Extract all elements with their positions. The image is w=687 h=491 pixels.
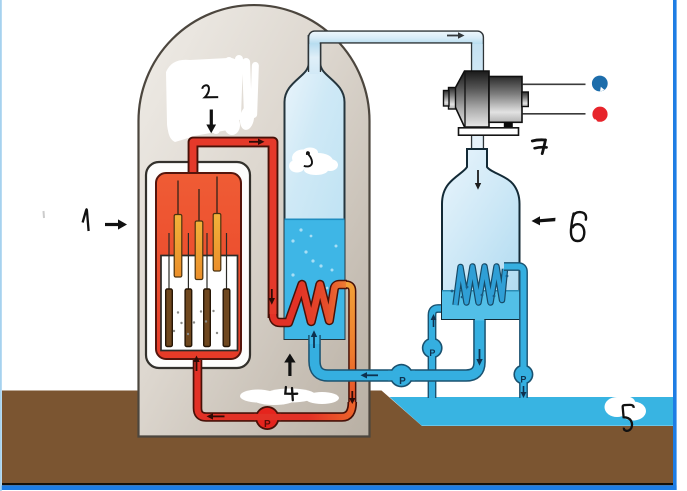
svg-text:P: P <box>429 348 435 358</box>
svg-text:P: P <box>520 375 526 385</box>
svg-text:P: P <box>399 376 406 387</box>
svg-text:P: P <box>264 419 271 430</box>
